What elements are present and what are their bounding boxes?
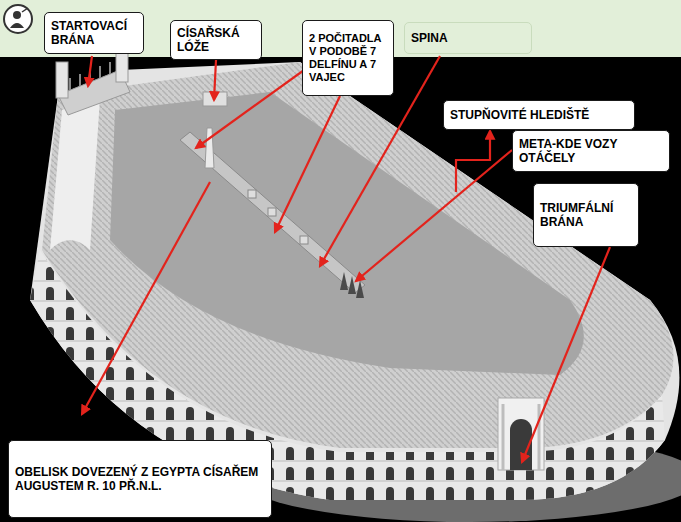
stepped-stands: [42, 62, 674, 448]
label-box: META-KDE VOZY OTÁČELY: [512, 130, 670, 172]
label-box: STARTOVACÍ BRÁNA: [44, 12, 144, 54]
label-box: SPINA: [404, 22, 532, 54]
counters: [248, 190, 308, 244]
label-text: STARTOVACÍ BRÁNA: [51, 19, 137, 48]
left-stands: [50, 98, 100, 250]
label-box: OBELISK DOVEZENÝ Z EGYPTA CÍSAŘEM AUGUST…: [8, 440, 272, 518]
obelisk: [205, 128, 214, 168]
label-box: TRIUMFÁLNÍ BRÁNA: [533, 183, 639, 247]
label-text: 2 POČITADLA V PODOBĚ 7 DELFÍNU A 7 VAJEC: [309, 32, 387, 85]
starting-gate: [56, 48, 130, 115]
label-box: CÍSAŘSKÁ LÓŽE: [170, 20, 262, 60]
label-text: TRIUMFÁLNÍ BRÁNA: [540, 201, 632, 230]
label-box: STUPŇOVITÉ HLEDIŠTĚ: [443, 100, 635, 130]
label-text: SPINA: [411, 31, 525, 45]
label-text: STUPŇOVITÉ HLEDIŠTĚ: [450, 108, 628, 122]
label-text: META-KDE VOZY OTÁČELY: [519, 137, 663, 166]
label-text: OBELISK DOVEZENÝ Z EGYPTA CÍSAŘEM AUGUST…: [15, 465, 265, 494]
logo-icon: [4, 5, 32, 33]
circus-facade: [30, 62, 679, 500]
label-text: CÍSAŘSKÁ LÓŽE: [177, 26, 255, 55]
triumphal-gate: [498, 398, 544, 470]
label-box: 2 POČITADLA V PODOBĚ 7 DELFÍNU A 7 VAJEC: [302, 20, 394, 96]
